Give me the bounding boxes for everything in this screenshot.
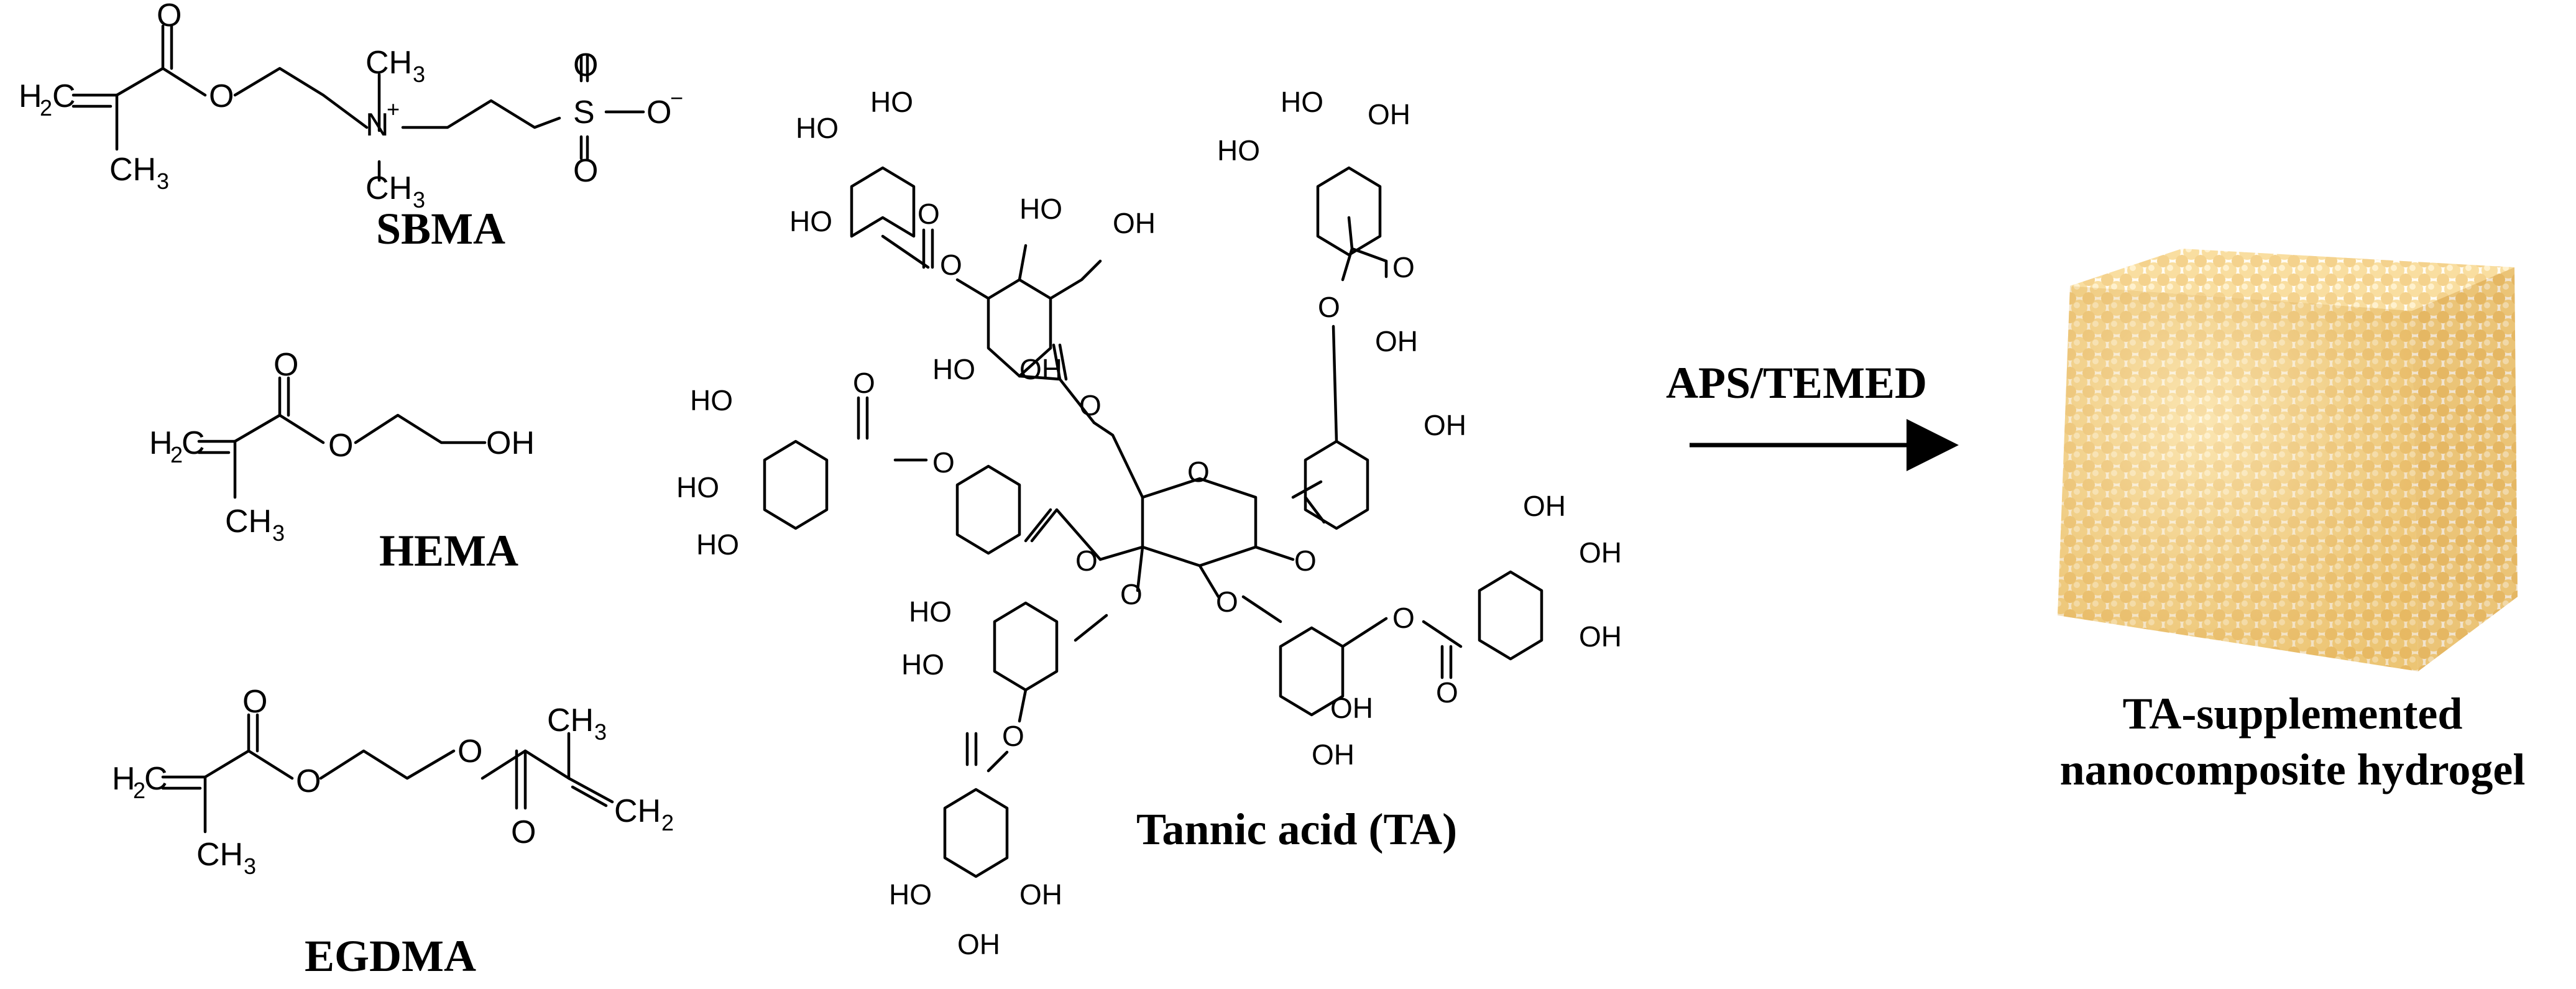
sbma-carbonyl-o: O — [157, 0, 182, 34]
sbma-methyl-sub: 3 — [157, 168, 169, 194]
ta-oh-c5: OH — [1424, 409, 1466, 441]
ta-ho-a4: HO — [1019, 193, 1062, 225]
sbma-n-charge: + — [387, 96, 400, 122]
ta-ho-c1: HO — [1217, 134, 1260, 167]
ta-oh-b5: OH — [1019, 353, 1062, 385]
egdma-label: EGDMA — [305, 931, 476, 981]
ta-oh-e5: OH — [957, 928, 1000, 960]
ta-oh-a5: OH — [1113, 207, 1156, 239]
ta-o-ester-a: O — [940, 249, 962, 281]
hema-h-atom: H — [149, 425, 173, 461]
tannic-acid-structure: O O O O O O O O HO HO HO HO OH O O HO H — [676, 86, 1622, 960]
hema-c-atom: C — [182, 425, 205, 461]
egdma-ch2-right: CH — [614, 793, 661, 829]
ta-carbonyl-b: O — [853, 367, 875, 399]
ta-ho-a2: HO — [796, 112, 839, 144]
ta-oh-d1: OH — [1523, 490, 1566, 522]
sbma-ester-o: O — [209, 78, 234, 114]
ta-o-ester-b: O — [932, 446, 955, 479]
sbma-methyl-top-sub: 3 — [413, 62, 425, 87]
ta-o-link-4: O — [1120, 578, 1143, 610]
glucose-ring — [1141, 477, 1258, 568]
tannic-acid-label: Tannic acid (TA) — [1136, 804, 1457, 854]
sbma-o-charge: − — [670, 85, 683, 111]
sbma-s-atom: S — [573, 94, 595, 131]
sbma-methyl-bottom: CH — [366, 170, 412, 206]
hema-methyl: CH — [225, 504, 272, 540]
egdma-methyl-left: CH — [196, 837, 243, 873]
egdma-carbonyl-o-1: O — [242, 684, 267, 720]
ta-ho-b2: HO — [676, 471, 719, 504]
ta-ho-b1: HO — [690, 384, 733, 416]
ta-oh-d4: OH — [1330, 692, 1373, 724]
ta-ho-e1: HO — [909, 596, 952, 628]
ta-ho-e2: HO — [901, 648, 944, 681]
hema-structure: H 2 C O O OH CH 3 HEMA — [149, 347, 535, 576]
sbma-o-top: O — [573, 47, 598, 83]
sbma-label: SBMA — [376, 204, 505, 254]
sbma-o-minus: O — [646, 94, 671, 131]
sbma-methyl-top: CH — [366, 45, 412, 81]
egdma-h-left: H — [112, 761, 136, 797]
ta-carbonyl-d: O — [1436, 676, 1458, 709]
sbma-h-atom: H — [19, 78, 42, 114]
hema-methyl-sub: 3 — [272, 520, 285, 546]
sbma-n-atom: N — [366, 107, 389, 143]
cube-side-face — [2412, 267, 2518, 671]
egdma-methyl-right: CH — [547, 702, 594, 738]
egdma-ester-o-1: O — [296, 763, 321, 799]
product-label-line2: nanocomposite hydrogel — [2060, 745, 2526, 794]
ta-ho-a3: HO — [870, 86, 913, 118]
ta-oh-d3: OH — [1579, 620, 1622, 653]
ta-carbonyl-a: O — [918, 198, 940, 230]
initiator-label: APS/TEMED — [1666, 358, 1927, 408]
hema-h-subscript: 2 — [170, 442, 183, 467]
ta-ho-c2: HO — [1281, 86, 1323, 118]
ta-carbonyl-c: O — [1392, 251, 1415, 283]
sbma-o-bottom: O — [573, 153, 598, 189]
egdma-ester-o-2: O — [458, 734, 482, 770]
sbma-h-subscript: 2 — [40, 95, 52, 121]
ta-oh-d2: OH — [1579, 536, 1622, 569]
ta-o-link-3: O — [1294, 545, 1317, 577]
hydrogel-cube — [2058, 249, 2518, 671]
ta-oh-c3: OH — [1368, 98, 1410, 131]
hema-ester-o: O — [328, 428, 353, 464]
hema-carbonyl-o: O — [274, 347, 298, 383]
ta-ho-b3: HO — [696, 528, 739, 561]
egdma-methyl-left-sub: 3 — [244, 853, 256, 879]
egdma-methyl-right-sub: 3 — [594, 719, 607, 745]
egdma-structure: H 2 C O O O O CH 3 CH 3 CH 2 EGDMA — [112, 684, 674, 981]
sbma-methyl: CH — [109, 152, 156, 188]
ring-oxygen: O — [1187, 456, 1210, 488]
ta-ho-b4: HO — [932, 353, 975, 385]
ta-ho-e3: HO — [889, 878, 932, 911]
reaction-arrow-group: APS/TEMED — [1666, 358, 1959, 471]
ta-o-ester-c: O — [1318, 291, 1340, 323]
ta-o-ester-d: O — [1392, 602, 1415, 634]
ta-o-link-2: O — [1075, 545, 1098, 577]
hema-label: HEMA — [379, 526, 518, 576]
product-label-line1: TA-supplemented — [2123, 689, 2463, 738]
egdma-c-left: C — [144, 761, 168, 797]
ta-oh-d5: OH — [1312, 738, 1355, 771]
ta-oh-e4: OH — [1019, 878, 1062, 911]
sbma-structure: H 2 C O O N + CH 3 CH 3 CH 3 S O O O − S… — [19, 0, 683, 254]
ta-o-link-5: O — [1216, 586, 1238, 618]
egdma-carbonyl-o-2: O — [511, 814, 536, 850]
hema-oh: OH — [486, 425, 535, 461]
egdma-ch2-right-sub: 2 — [661, 810, 674, 835]
ta-o-ester-e: O — [1002, 720, 1024, 752]
egdma-h-left-sub: 2 — [133, 778, 145, 803]
sbma-methyl-bottom-sub: 3 — [413, 187, 425, 213]
sbma-c-atom: C — [52, 78, 76, 114]
ta-oh-c4: OH — [1375, 325, 1418, 357]
cube-top-face — [2070, 249, 2514, 311]
ta-ho-a1: HO — [789, 205, 832, 237]
